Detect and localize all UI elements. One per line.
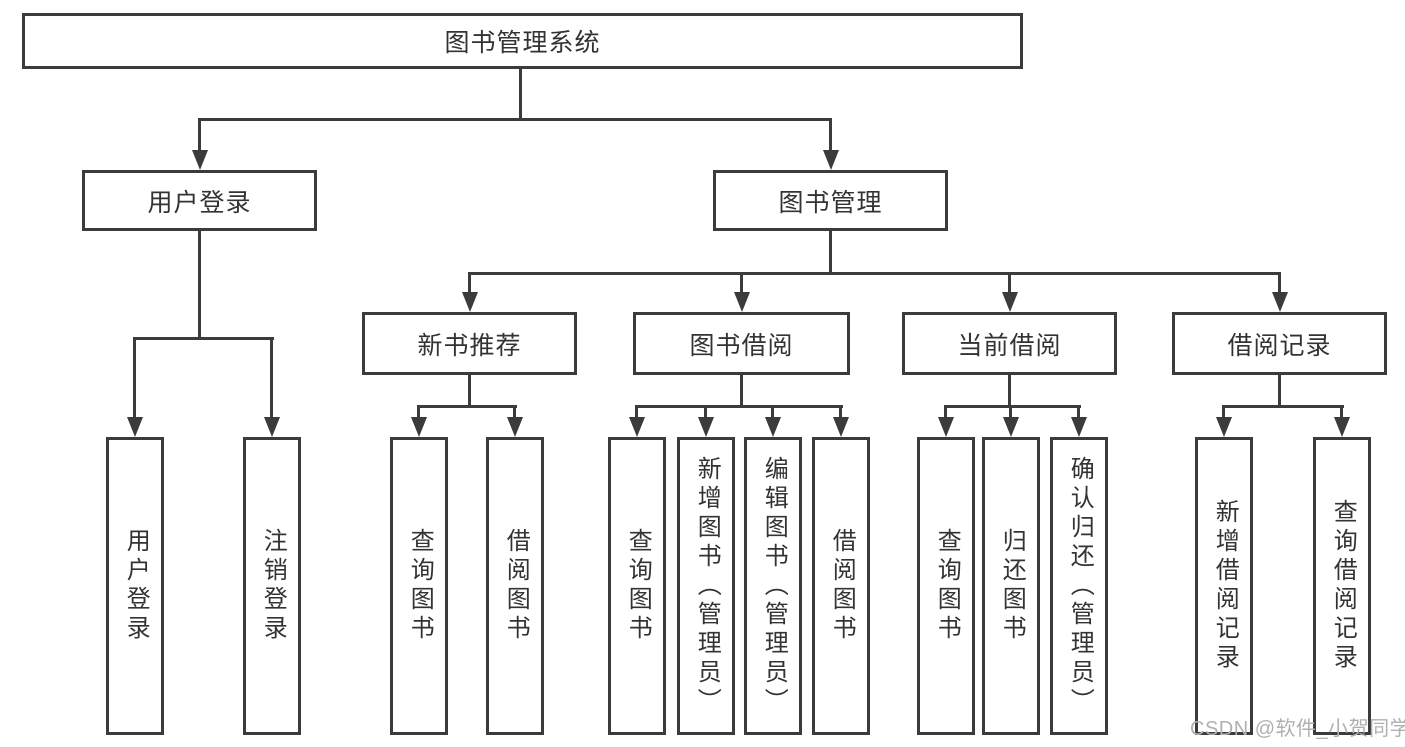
node-bb-edit-book-admin: 编辑图书（管理员） — [744, 437, 802, 735]
arrow-to-current-borrow — [1008, 272, 1011, 292]
node-book-borrow: 图书借阅 — [633, 312, 850, 375]
node-user-login-label: 用户登录 — [147, 188, 252, 217]
connector-new-book-recommend-split — [417, 405, 517, 408]
node-book-management-label: 图书管理 — [778, 188, 883, 217]
node-login-action-label: 用户登录 — [122, 528, 150, 644]
arrow-to-bb-add-book — [704, 405, 707, 417]
node-book-borrow-label: 图书借阅 — [689, 331, 794, 360]
arrow-to-nbr-borrow-books — [513, 405, 516, 417]
node-br-query-borrow-record-label: 查询借阅记录 — [1329, 499, 1357, 673]
arrow-to-bb-query-books — [635, 405, 638, 417]
node-cb-query-books-label: 查询图书 — [933, 528, 961, 644]
node-bb-query-books: 查询图书 — [608, 437, 666, 735]
arrow-to-logout-action — [270, 337, 273, 417]
node-new-book-recommend: 新书推荐 — [362, 312, 577, 375]
arrow-to-login-action — [133, 337, 136, 417]
node-current-borrow: 当前借阅 — [902, 312, 1117, 375]
node-cb-return-books-label: 归还图书 — [998, 528, 1026, 644]
arrow-to-bb-edit-book — [771, 405, 774, 417]
connector-user-login-stem — [198, 231, 201, 339]
arrow-to-cb-confirm-return — [1077, 405, 1080, 417]
node-cb-query-books: 查询图书 — [917, 437, 975, 735]
connector-current-borrow-stem — [1008, 375, 1011, 408]
node-bb-add-book-admin-label: 新增图书（管理员） — [693, 455, 721, 717]
node-user-login: 用户登录 — [82, 170, 317, 231]
connector-book-borrow-split — [635, 405, 843, 408]
connector-borrow-records-stem — [1278, 375, 1281, 408]
node-nbr-borrow-books-label: 借阅图书 — [502, 528, 530, 644]
node-br-add-borrow-record-label: 新增借阅记录 — [1211, 499, 1239, 673]
connector-user-login-split — [133, 337, 274, 340]
node-nbr-borrow-books: 借阅图书 — [486, 437, 544, 735]
node-cb-confirm-return-admin-label: 确认归还（管理员） — [1066, 455, 1094, 717]
node-nbr-query-books: 查询图书 — [390, 437, 448, 735]
node-bb-edit-book-admin-label: 编辑图书（管理员） — [760, 455, 788, 717]
connector-book-borrow-stem — [740, 375, 743, 408]
arrow-to-nbr-query-books — [417, 405, 420, 417]
node-borrow-records: 借阅记录 — [1172, 312, 1387, 375]
node-bb-query-books-label: 查询图书 — [624, 528, 652, 644]
node-logout-action-label: 注销登录 — [259, 528, 287, 644]
connector-book-management-split — [468, 272, 1281, 275]
arrow-to-new-book-recommend — [468, 272, 471, 292]
node-new-book-recommend-label: 新书推荐 — [417, 331, 522, 360]
connector-current-borrow-split — [944, 405, 1081, 408]
node-br-add-borrow-record: 新增借阅记录 — [1195, 437, 1253, 735]
node-book-management: 图书管理 — [713, 170, 948, 231]
node-login-action: 用户登录 — [106, 437, 164, 735]
node-cb-return-books: 归还图书 — [982, 437, 1040, 735]
arrow-to-cb-query-books — [944, 405, 947, 417]
connector-root-stem — [519, 69, 522, 120]
node-bb-add-book-admin: 新增图书（管理员） — [677, 437, 735, 735]
csdn-watermark: CSDN @软件_小贺同学 — [1190, 718, 1405, 740]
node-bb-borrow-books-label: 借阅图书 — [828, 528, 856, 644]
node-logout-action: 注销登录 — [243, 437, 301, 735]
arrow-to-br-add-record — [1222, 405, 1225, 417]
arrow-to-book-borrow — [740, 272, 743, 292]
node-root-label: 图书管理系统 — [444, 29, 601, 57]
node-br-query-borrow-record: 查询借阅记录 — [1313, 437, 1371, 735]
node-cb-confirm-return-admin: 确认归还（管理员） — [1050, 437, 1108, 735]
connector-borrow-records-split — [1222, 405, 1344, 408]
node-current-borrow-label: 当前借阅 — [957, 331, 1062, 360]
arrow-to-book-management — [829, 118, 832, 150]
node-root: 图书管理系统 — [22, 13, 1023, 69]
arrow-to-borrow-records — [1278, 272, 1281, 292]
arrow-to-cb-return-books — [1009, 405, 1012, 417]
node-borrow-records-label: 借阅记录 — [1227, 331, 1332, 360]
connector-new-book-recommend-stem — [468, 375, 471, 408]
arrow-to-bb-borrow-books — [839, 405, 842, 417]
arrow-to-user-login — [198, 118, 201, 150]
arrow-to-br-query-record — [1340, 405, 1343, 417]
connector-book-management-stem — [829, 231, 832, 274]
connector-root-split — [198, 118, 832, 121]
node-nbr-query-books-label: 查询图书 — [406, 528, 434, 644]
node-bb-borrow-books: 借阅图书 — [812, 437, 870, 735]
